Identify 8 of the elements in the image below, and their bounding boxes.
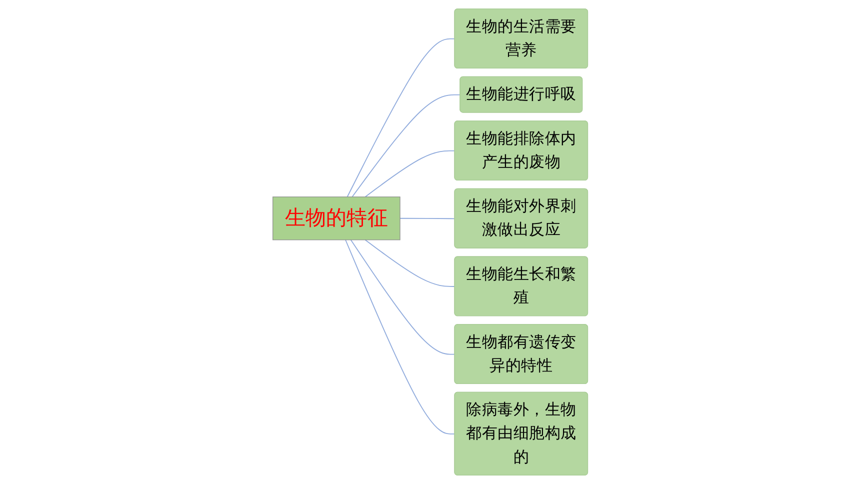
connector (350, 239, 455, 355)
connector (344, 239, 455, 434)
connector (364, 239, 455, 287)
connector (364, 150, 455, 198)
node-box: 生物的特征 (272, 196, 400, 240)
connector (399, 218, 455, 220)
connector (351, 94, 460, 198)
connector (346, 38, 455, 198)
